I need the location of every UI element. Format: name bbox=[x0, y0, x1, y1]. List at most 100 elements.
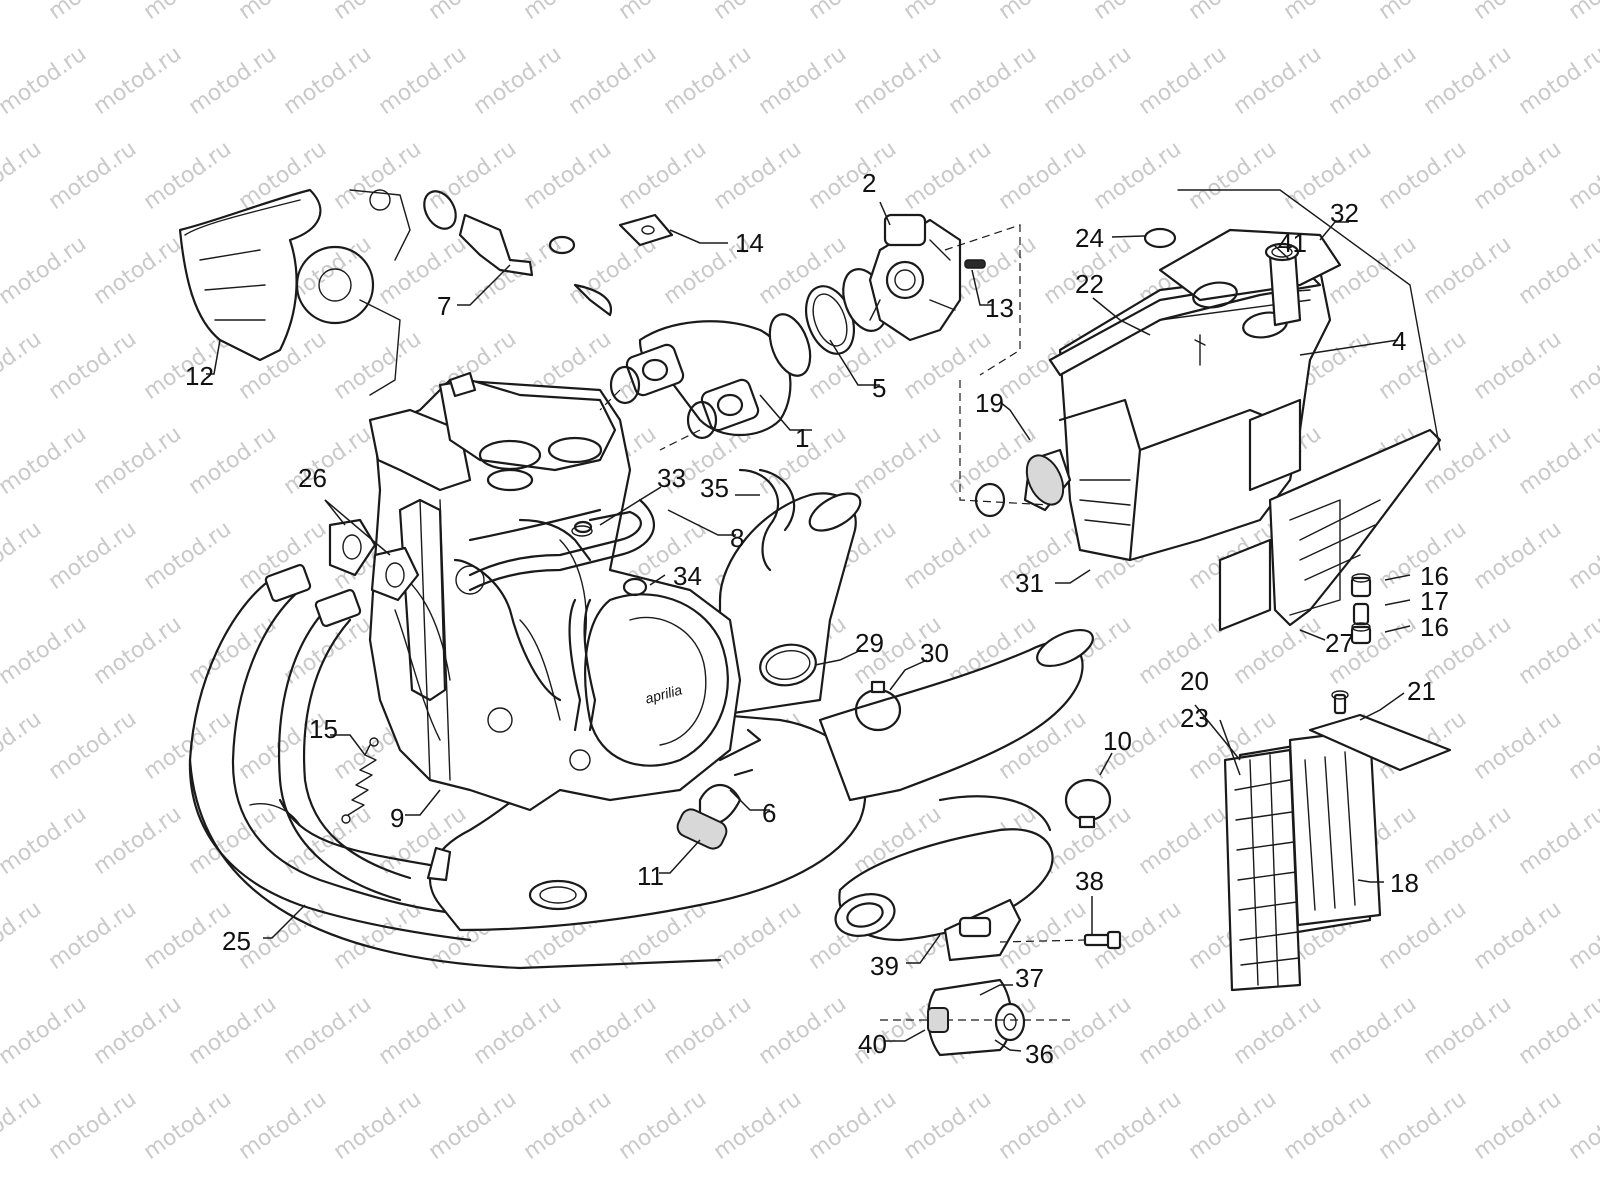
watermark-text: motod.ru bbox=[0, 422, 91, 500]
watermark-text: motod.ru bbox=[139, 517, 236, 595]
watermark-text: motod.ru bbox=[374, 992, 471, 1070]
callout-16a: 16 bbox=[1420, 561, 1449, 591]
watermark-text: motod.ru bbox=[1374, 897, 1471, 975]
callout-1: 1 bbox=[795, 423, 809, 453]
filter-cover-21 bbox=[1308, 690, 1452, 772]
bolt-38 bbox=[999, 930, 1122, 950]
watermark-text: motod.ru bbox=[1134, 802, 1231, 880]
watermark-text: motod.ru bbox=[44, 707, 141, 785]
watermark-text: motod.ru bbox=[849, 42, 946, 120]
callout-13: 13 bbox=[985, 293, 1014, 323]
watermark-text: motod.ru bbox=[329, 0, 426, 25]
watermark-text: motod.ru bbox=[1469, 0, 1566, 25]
watermark-text: motod.ru bbox=[0, 0, 46, 25]
watermark-text: motod.ru bbox=[994, 137, 1091, 215]
watermark-text: motod.ru bbox=[234, 1087, 331, 1165]
callout-15: 15 bbox=[309, 714, 338, 744]
watermark-text: motod.ru bbox=[0, 327, 46, 405]
watermark-text: motod.ru bbox=[1469, 517, 1566, 595]
hose-35 bbox=[738, 468, 796, 572]
callout-40: 40 bbox=[858, 1029, 887, 1059]
callout-30: 30 bbox=[920, 638, 949, 668]
watermark-text: motod.ru bbox=[1134, 42, 1231, 120]
watermark-text: motod.ru bbox=[0, 42, 91, 120]
sprocket-cover bbox=[178, 188, 322, 362]
callout-33: 33 bbox=[657, 463, 686, 493]
watermark-text: motod.ru bbox=[1374, 1087, 1471, 1165]
callout-27: 27 bbox=[1325, 628, 1354, 658]
callout-11: 11 bbox=[637, 861, 664, 891]
watermark-text: motod.ru bbox=[1184, 137, 1281, 215]
watermark-text: motod.ru bbox=[659, 992, 756, 1070]
callout-22: 22 bbox=[1075, 269, 1104, 299]
callout-34: 34 bbox=[673, 561, 702, 591]
watermark-text: motod.ru bbox=[709, 137, 806, 215]
watermark-text: motod.ru bbox=[1374, 0, 1471, 25]
watermark-text: motod.ru bbox=[184, 422, 281, 500]
watermark-text: motod.ru bbox=[44, 1087, 141, 1165]
callout-31: 31 bbox=[1015, 568, 1044, 598]
watermark-text: motod.ru bbox=[139, 137, 236, 215]
watermark-text: motod.ru bbox=[139, 1087, 236, 1165]
callout-5: 5 bbox=[872, 373, 886, 403]
watermark-text: motod.ru bbox=[899, 0, 996, 25]
watermark-text: motod.ru bbox=[519, 137, 616, 215]
watermark-text: motod.ru bbox=[1324, 42, 1421, 120]
gear-lever bbox=[676, 728, 762, 850]
watermark-text: motod.ru bbox=[374, 232, 471, 310]
watermark-text: motod.ru bbox=[1279, 1087, 1376, 1165]
watermark-text: motod.ru bbox=[89, 612, 186, 690]
watermark-text: motod.ru bbox=[1374, 137, 1471, 215]
watermark-text: motod.ru bbox=[1419, 232, 1516, 310]
spacers-16-17 bbox=[1350, 573, 1372, 645]
callout-8: 8 bbox=[730, 523, 744, 553]
watermark-text: motod.ru bbox=[804, 1087, 901, 1165]
callout-2: 2 bbox=[862, 168, 876, 198]
watermark-text: motod.ru bbox=[279, 422, 376, 500]
watermark-text: motod.ru bbox=[804, 0, 901, 25]
watermark-text: motod.ru bbox=[329, 137, 426, 215]
bracket-39 bbox=[943, 898, 1022, 962]
watermark-text: motod.ru bbox=[329, 327, 426, 405]
watermark-text: motod.ru bbox=[1469, 137, 1566, 215]
watermark-text: motod.ru bbox=[849, 422, 946, 500]
watermark-text: motod.ru bbox=[1134, 992, 1231, 1070]
callout-41: 41 bbox=[1278, 228, 1307, 258]
watermark-text: motod.ru bbox=[519, 0, 616, 25]
spring-15 bbox=[341, 737, 379, 824]
watermark-text: motod.ru bbox=[899, 137, 996, 215]
watermark-text: motod.ru bbox=[469, 42, 566, 120]
callout-10: 10 bbox=[1103, 726, 1132, 756]
watermark-text: motod.ru bbox=[1229, 42, 1326, 120]
watermark-text: motod.ru bbox=[184, 42, 281, 120]
callout-16b: 16 bbox=[1420, 612, 1449, 642]
watermark-text: motod.ru bbox=[1184, 1087, 1281, 1165]
watermark-text: motod.ru bbox=[1229, 992, 1326, 1070]
watermark-text: motod.ru bbox=[1229, 612, 1326, 690]
watermark-text: motod.ru bbox=[0, 707, 46, 785]
watermark-text: motod.ru bbox=[1469, 327, 1566, 405]
watermark-text: motod.ru bbox=[899, 1087, 996, 1165]
watermark-text: motod.ru bbox=[709, 0, 806, 25]
watermark-text: motod.ru bbox=[754, 42, 851, 120]
callout-14: 14 bbox=[735, 228, 764, 258]
hose-8 bbox=[468, 498, 655, 592]
watermark-text: motod.ru bbox=[659, 42, 756, 120]
watermark-text: motod.ru bbox=[139, 0, 236, 25]
rubber-mount bbox=[880, 978, 1070, 1057]
cap-24 bbox=[1143, 227, 1177, 249]
callout-29: 29 bbox=[855, 628, 884, 658]
watermark-text: motod.ru bbox=[0, 897, 46, 975]
watermark-text: motod.ru bbox=[44, 897, 141, 975]
clamp-29 bbox=[759, 643, 817, 687]
watermark-text: motod.ru bbox=[1514, 802, 1600, 880]
watermark-text: motod.ru bbox=[1419, 992, 1516, 1070]
watermark-text: motod.ru bbox=[1089, 1087, 1186, 1165]
side-panel-27 bbox=[1268, 428, 1442, 627]
watermark-text: motod.ru bbox=[329, 1087, 426, 1165]
watermark-text: motod.ru bbox=[139, 707, 236, 785]
leader-lines bbox=[206, 201, 1411, 1052]
callout-12: 12 bbox=[185, 361, 214, 391]
watermark-text: motod.ru bbox=[44, 0, 141, 25]
watermark-text: motod.ru bbox=[1324, 232, 1421, 310]
